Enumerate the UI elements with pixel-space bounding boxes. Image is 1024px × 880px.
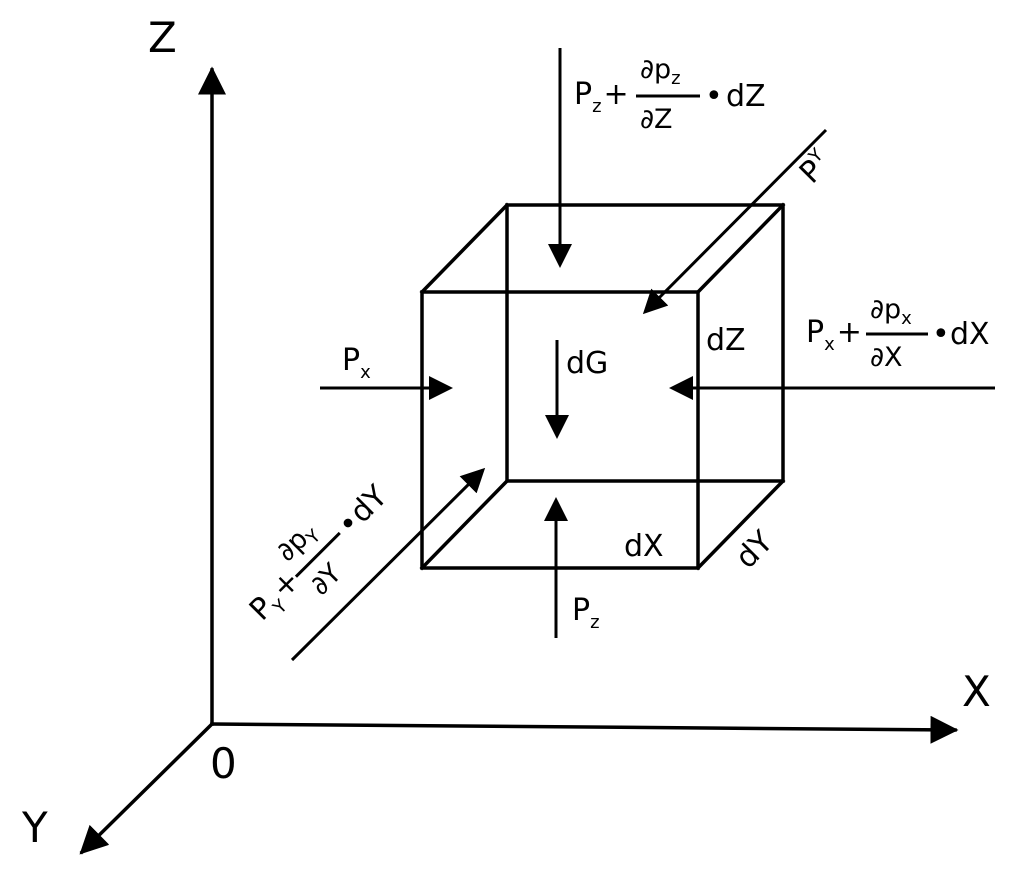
- py-plus-arrow: [290, 467, 486, 662]
- svg-text:•: •: [932, 317, 950, 352]
- py-label: PY: [792, 144, 839, 191]
- svg-text:∂X: ∂X: [870, 342, 902, 373]
- px-plus-label: Px+ ∂px ∂X • dX: [806, 294, 990, 373]
- dz-label: dZ: [706, 323, 746, 358]
- y-axis: [79, 721, 215, 855]
- cube-back-face: [505, 203, 785, 483]
- svg-text:Pz+: Pz+: [574, 77, 629, 117]
- dx-label: dX: [624, 529, 664, 564]
- cube-front-face: [420, 290, 700, 570]
- py-plus-label: PY+ ∂pY ∂Y • dY: [243, 478, 395, 627]
- cube-edge-bottom-left: [419, 478, 510, 571]
- dy-label: dY: [729, 524, 781, 576]
- svg-text:dZ: dZ: [726, 79, 766, 114]
- fluid-element-cube: [419, 202, 786, 571]
- px-label: Px: [342, 343, 371, 383]
- svg-text:∂pz: ∂pz: [640, 54, 681, 89]
- svg-text:∂pY: ∂pY: [270, 515, 325, 570]
- svg-text:Px+: Px+: [806, 315, 862, 355]
- origin-label: 0: [210, 739, 237, 788]
- pz-label: Pz: [572, 593, 600, 633]
- py-arrow: [642, 128, 828, 315]
- x-axis-label: X: [962, 667, 991, 716]
- z-axis-label: Z: [148, 13, 177, 62]
- coordinate-axes: Z X Y 0: [21, 13, 991, 855]
- svg-text:∂Z: ∂Z: [640, 104, 672, 135]
- svg-text:•: •: [705, 79, 723, 114]
- svg-text:∂Y: ∂Y: [304, 558, 348, 602]
- cube-edge-top-left: [419, 202, 510, 295]
- svg-text:dX: dX: [950, 317, 990, 352]
- x-axis: [210, 715, 959, 744]
- force-arrows: [290, 48, 995, 662]
- cube-edge-bottom-right: [695, 478, 786, 571]
- pz-plus-label: Pz+ ∂pz ∂Z • dZ: [574, 54, 766, 135]
- y-axis-label: Y: [21, 803, 48, 852]
- svg-text:∂px: ∂px: [870, 294, 912, 329]
- dg-label: dG: [566, 346, 608, 381]
- py-plus-fraction-bar: [294, 531, 341, 578]
- cube-edge-top-right: [695, 202, 786, 295]
